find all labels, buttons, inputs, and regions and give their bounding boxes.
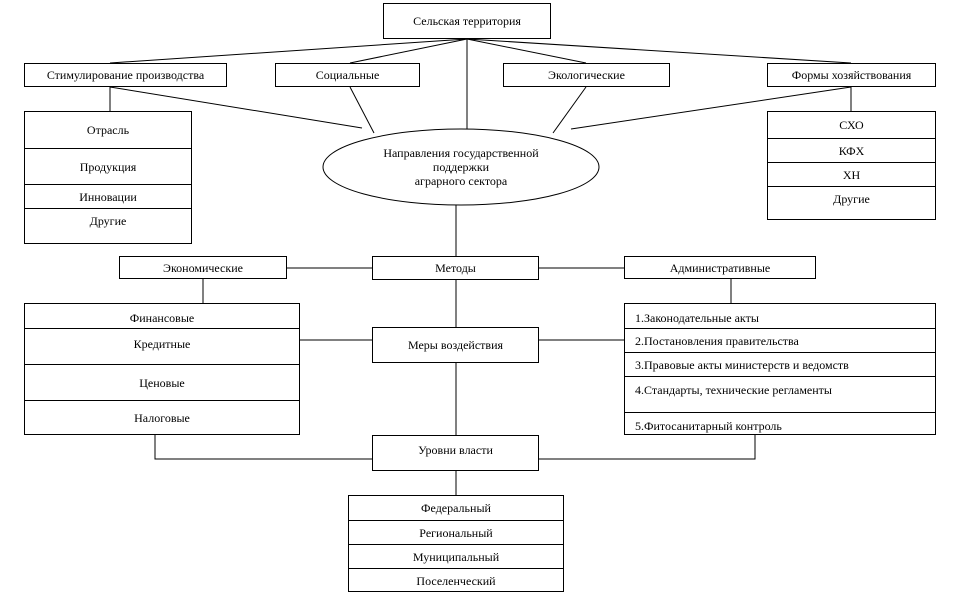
- administrative-item: 1.Законодательные акты: [625, 304, 935, 328]
- connector-root-ecological: [466, 38, 587, 64]
- forms-item-label: СХО: [839, 118, 864, 132]
- economic-item: Финансовые: [25, 304, 299, 328]
- connector-root-social: [349, 38, 468, 64]
- level-item: Региональный: [349, 520, 563, 544]
- level-item: Поселенческий: [349, 568, 563, 592]
- administrative-box: Административные: [624, 256, 816, 279]
- economic-box: Экономические: [119, 256, 287, 279]
- levels-box: Уровни власти: [372, 435, 539, 471]
- administrative-item-label: 1.Законодательные акты: [635, 311, 759, 325]
- economic-item-label: Налоговые: [134, 411, 190, 425]
- forms-item: КФХ: [768, 138, 935, 162]
- administrative-item-label: 4.Стандарты, технические регламенты: [635, 382, 832, 397]
- category-forms-box: Формы хозяйствования: [767, 63, 936, 87]
- category-production-box: Стимулирование производства: [24, 63, 227, 87]
- production-item-label: Инновации: [79, 189, 137, 204]
- administrative-item: 5.Фитосанитарный контроль: [625, 412, 935, 435]
- production-item: Инновации: [25, 184, 191, 208]
- connector-root-forms: [466, 38, 852, 64]
- forms-item-label: ХН: [842, 167, 861, 182]
- center-line: поддержки: [432, 160, 490, 174]
- methods-box: Методы: [372, 256, 539, 280]
- connector-root-production: [109, 38, 468, 64]
- center-line: Направления государственной: [383, 146, 539, 160]
- category-social-label: Социальные: [315, 68, 380, 82]
- administrative-item-label: 5.Фитосанитарный контроль: [635, 419, 782, 433]
- economic-list: Финансовые Кредитные Ценовые Налоговые: [24, 303, 300, 435]
- connector-economic-levels: [154, 435, 372, 460]
- center-line: аграрного сектора: [414, 174, 508, 188]
- forms-item-label: Другие: [833, 191, 870, 206]
- level-item-label: Федеральный: [421, 501, 491, 515]
- center-text: Направления государственной поддержки аг…: [323, 129, 599, 205]
- production-item: Отрасль: [25, 112, 191, 148]
- administrative-item-label: 2.Постановления правительства: [635, 333, 799, 348]
- administrative-label: Административные: [669, 260, 771, 275]
- economic-item: Налоговые: [25, 400, 299, 435]
- administrative-item: 2.Постановления правительства: [625, 328, 935, 352]
- production-item-label: Продукция: [79, 159, 137, 174]
- connector-ecological-center: [552, 86, 587, 134]
- root-label: Сельская территория: [413, 14, 521, 28]
- production-item: Продукция: [25, 148, 191, 184]
- root-box: Сельская территория: [383, 3, 551, 39]
- production-item-label: Другие: [89, 213, 127, 228]
- connector-forms-center: [570, 86, 852, 130]
- connector-social-center: [349, 86, 375, 134]
- economic-item-label: Ценовые: [139, 375, 185, 390]
- category-forms-label: Формы хозяйствования: [791, 68, 912, 82]
- methods-label: Методы: [435, 261, 476, 275]
- level-item: Федеральный: [349, 496, 563, 520]
- administrative-item: 3.Правовые акты министерств и ведомств: [625, 352, 935, 376]
- economic-item: Ценовые: [25, 364, 299, 400]
- category-production-label: Стимулирование производства: [46, 68, 205, 82]
- economic-label: Экономические: [163, 260, 243, 275]
- measures-label: Меры воздействия: [407, 338, 504, 352]
- administrative-item-label: 3.Правовые акты министерств и ведомств: [635, 357, 849, 372]
- levels-label: Уровни власти: [418, 443, 493, 457]
- category-ecological-label: Экологические: [548, 68, 625, 82]
- production-item: Другие: [25, 208, 191, 244]
- forms-list: СХО КФХ ХН Другие: [767, 111, 936, 220]
- levels-list: Федеральный Региональный Муниципальный П…: [348, 495, 564, 592]
- center-ellipse: [322, 128, 600, 206]
- administrative-list: 1.Законодательные акты 2.Постановления п…: [624, 303, 936, 435]
- connector-production-center: [109, 86, 363, 129]
- level-item: Муниципальный: [349, 544, 563, 568]
- category-ecological-box: Экологические: [503, 63, 670, 87]
- forms-item: СХО: [768, 112, 935, 138]
- forms-item: Другие: [768, 186, 935, 220]
- production-item-label: Отрасль: [86, 123, 130, 137]
- connector-administrative-levels: [539, 435, 756, 460]
- level-item-label: Региональный: [419, 525, 493, 540]
- production-list: Отрасль Продукция Инновации Другие: [24, 111, 192, 244]
- administrative-item: 4.Стандарты, технические регламенты: [625, 376, 935, 412]
- category-social-box: Социальные: [275, 63, 420, 87]
- forms-item: ХН: [768, 162, 935, 186]
- level-item-label: Поселенческий: [416, 573, 496, 588]
- economic-item-label: Кредитные: [133, 336, 191, 351]
- level-item-label: Муниципальный: [412, 549, 500, 564]
- economic-item: Кредитные: [25, 328, 299, 364]
- forms-item-label: КФХ: [838, 143, 865, 158]
- economic-item-label: Финансовые: [129, 311, 195, 325]
- measures-box: Меры воздействия: [372, 327, 539, 363]
